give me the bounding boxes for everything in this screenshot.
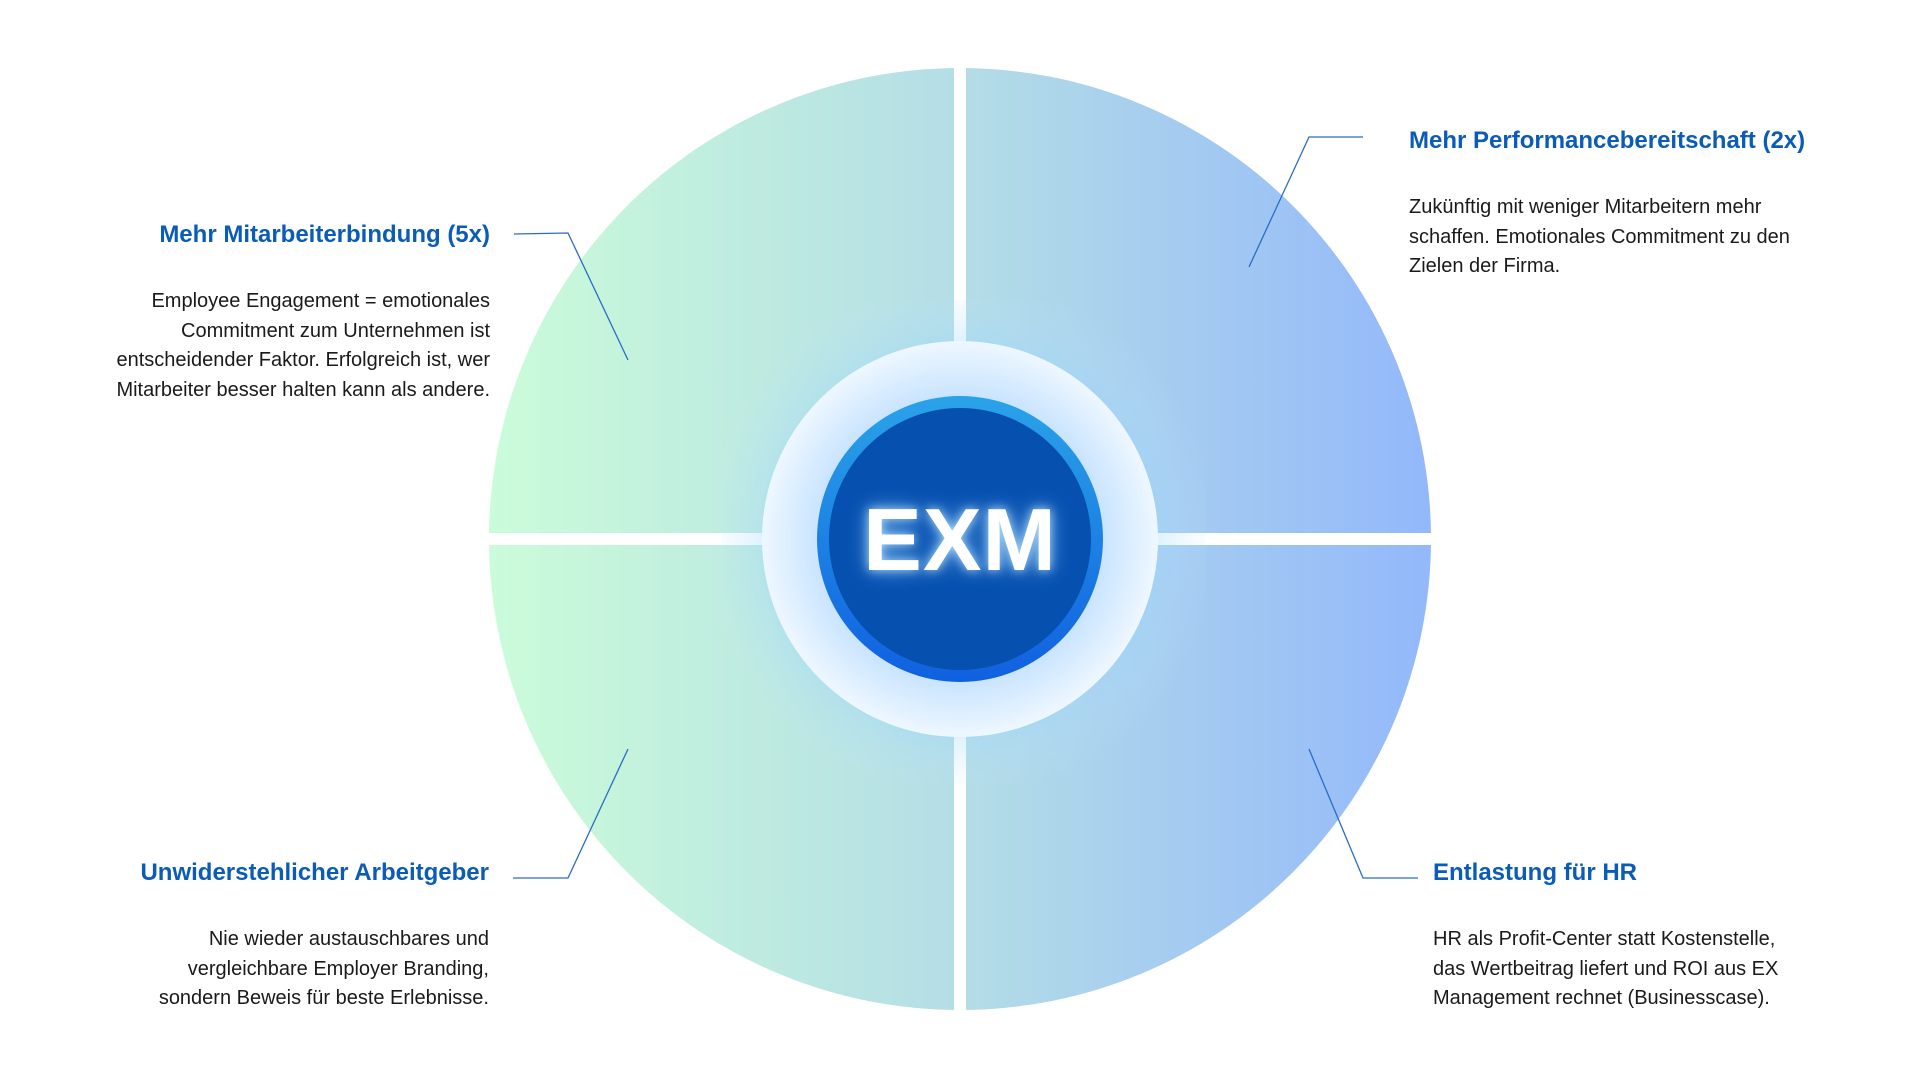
body-line: Employee Engagement = emotionales (151, 290, 490, 312)
body-top-right: Zukünftig mit weniger Mitarbeitern mehr … (1409, 193, 1869, 282)
body-line: Zielen der Firma. (1409, 255, 1561, 277)
body-line: HR als Profit-Center statt Kostenstelle, (1433, 928, 1776, 950)
body-bottom-right: HR als Profit-Center statt Kostenstelle,… (1433, 925, 1893, 1014)
body-line: Mitarbeiter besser halten kann als ander… (116, 378, 490, 401)
body-line: Management rechnet (Businesscase). (1433, 987, 1770, 1009)
body-line: Nie wieder austauschbares und (208, 928, 489, 950)
title-top-right: Mehr Performancebereitschaft (2x) (1409, 127, 1806, 154)
center-label: EXM (863, 490, 1057, 589)
block-bottom-right: Entlastung für HR HR als Profit-Center s… (1433, 858, 1893, 1014)
block-top-left: Mehr Mitarbeiterbindung (5x) Employee En… (30, 220, 490, 405)
body-line: sondern Beweis für beste Erlebnisse. (158, 987, 489, 1009)
connector-lines (513, 136, 1418, 879)
connector-bottom-left (513, 748, 629, 879)
body-line: das Wertbeitrag liefert und ROI aus EX (1433, 957, 1779, 980)
body-line: entscheidender Faktor. Erfolgreich ist, … (116, 349, 490, 371)
title-bottom-right: Entlastung für HR (1433, 859, 1637, 886)
body-line: Zukünftig mit weniger Mitarbeitern mehr (1409, 196, 1762, 218)
connector-bottom-right (1308, 748, 1418, 879)
connector-top-left (513, 232, 629, 361)
connector-top-right (1248, 136, 1363, 268)
core-circle (829, 408, 1091, 670)
block-top-right: Mehr Performancebereitschaft (2x) Zukünf… (1409, 126, 1869, 282)
body-top-left: Employee Engagement = emotionales Commit… (30, 287, 490, 405)
body-line: Commitment zum Unternehmen ist (181, 319, 490, 342)
title-bottom-left: Unwiderstehlicher Arbeitgeber (140, 859, 489, 886)
title-top-left: Mehr Mitarbeiterbindung (5x) (159, 221, 490, 248)
body-line: vergleichbare Employer Branding, (187, 957, 489, 980)
body-line: schaffen. Emotionales Commitment zu den (1409, 225, 1790, 248)
body-bottom-left: Nie wieder austauschbares und vergleichb… (29, 925, 489, 1014)
block-bottom-left: Unwiderstehlicher Arbeitgeber Nie wieder… (29, 858, 489, 1014)
